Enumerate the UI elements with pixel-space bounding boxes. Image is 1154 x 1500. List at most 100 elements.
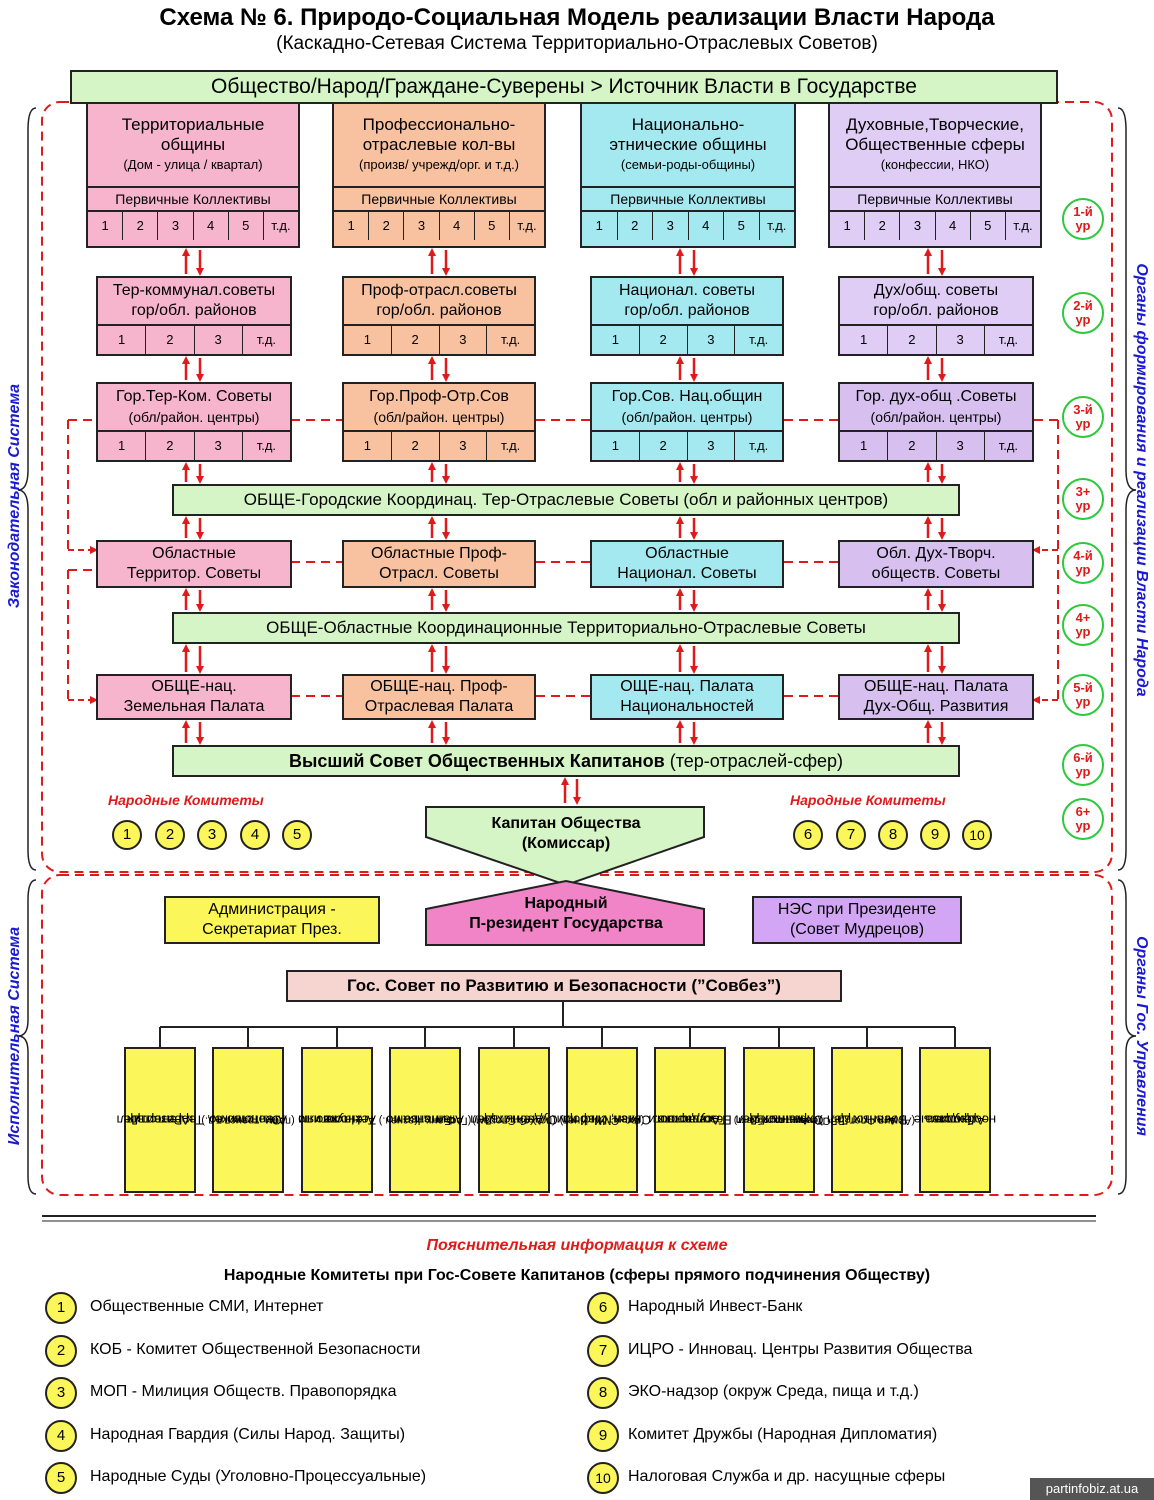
box-line1: Областные Проф-: [371, 545, 507, 562]
box-line1: Дух/общ. советы: [873, 282, 999, 299]
legend-item-text: Народный Инвест-Банк: [628, 1298, 803, 1315]
legend-item-text: Народные Суды (Уголовно-Процессуальные): [90, 1468, 427, 1485]
committee-circle: 5: [282, 820, 312, 850]
page-title: Схема № 6. Природо-Социальная Модель реа…: [159, 4, 995, 31]
president-line1: Народный: [524, 895, 608, 912]
box-line2: Национал. Советы: [617, 565, 757, 582]
committee-circle: 4: [240, 820, 270, 850]
col-title-line2: Общественные сферы: [845, 135, 1025, 154]
legend-item-text: Комитет Дружбы (Народная Дипломатия): [628, 1426, 938, 1443]
box-line2: Отраслевая Палата: [364, 698, 514, 715]
sovereign-people-label: Общество/Народ/Граждане-Суверены > Источ…: [211, 75, 917, 98]
ethnic-communities-box: Национально- этнические общины (семьи-ро…: [580, 102, 796, 248]
level-badge: 3+ур: [1062, 478, 1104, 520]
col-title-line1: Профессионально-: [362, 115, 516, 134]
box-line2: (обл/район. центры): [870, 409, 1002, 425]
legend-number-circle: 6: [587, 1292, 619, 1324]
primary-collectives-label: Первичные Коллективы: [334, 186, 544, 210]
committee-circle: 1: [112, 820, 142, 850]
territorial-communities-box: Территориальные общины (Дом - улица / кв…: [86, 102, 300, 248]
president-line2: П-резидент Государства: [469, 915, 663, 932]
legend-title: Пояснительная информация к схеме: [426, 1237, 728, 1254]
box-line1: ОЩЕ-нац. Палата: [620, 678, 754, 695]
col-title-line1: Духовные,Творческие,: [846, 115, 1024, 134]
legend-item-text: ЭКО-надзор (окруж Среда, пища и т.д.): [628, 1383, 919, 1400]
box-line1: Гор.Тер-Ком. Советы: [116, 388, 272, 405]
supreme-council-box: Высший Совет Общественных Капитанов (тер…: [172, 745, 960, 777]
committee-circle: 10: [962, 820, 992, 850]
professional-collectives-header: Профессионально- отраслевые кол-вы (прои…: [359, 104, 519, 186]
legend-number-circle: 4: [45, 1420, 77, 1452]
legend-number-circle: 9: [587, 1420, 619, 1452]
legend-number-circle: 8: [587, 1377, 619, 1409]
box-line2: гор/обл. районов: [376, 302, 502, 319]
box-line2: Национальностей: [620, 698, 754, 715]
legend-item-text: МОП - Милиция Обществ. Правопорядка: [90, 1383, 397, 1400]
box-line1: Гор.Сов. Нац.общин: [611, 388, 763, 405]
box-line1: Гор.Проф-Отр.Сов: [369, 388, 509, 405]
committee-circle: 2: [155, 820, 185, 850]
box-line2: Секретариат През.: [202, 921, 342, 938]
box-line1: Тер-коммунал.советы: [112, 282, 276, 299]
legend-item-text: КОБ - Комитет Общественной Безопасности: [90, 1341, 421, 1358]
col-title-line2: общины: [160, 135, 226, 154]
box-line2: Отрасл. Советы: [379, 565, 499, 582]
box-line2: гор/обл. районов: [624, 302, 750, 319]
security-council-label: Гос. Совет по Развитию и Безопасности (”…: [347, 976, 781, 995]
box-line2: (обл/район. центры): [128, 409, 260, 425]
box-line1: Администрация -: [208, 901, 336, 918]
level-badge: 6+ур: [1062, 798, 1104, 840]
committee-circle: 7: [836, 820, 866, 850]
legend-number-circle: 7: [587, 1335, 619, 1367]
col-title-line2: этнические общины: [609, 135, 767, 154]
committees-label-left: Народные Комитеты: [108, 792, 264, 808]
professional-chamber-box: ОБЩЕ-нац. Проф- Отраслевая Палата: [342, 674, 536, 720]
arrow-pairs: [182, 248, 946, 805]
col-title-note: (семьи-роды-общины): [620, 157, 756, 172]
box-line1: Обл. Дух-Творч.: [876, 545, 996, 562]
box-line2: Дух-Общ. Развития: [863, 698, 1009, 715]
box-line1: Областные: [645, 545, 729, 562]
legend-number-circle: 1: [45, 1292, 77, 1324]
regional-coordination-councils: ОБЩЕ-Областные Координационные Территори…: [172, 612, 960, 644]
box-line1: ОБЩЕ-нац. Проф-: [370, 678, 508, 695]
box-line1: Проф-отрасл.советы: [361, 282, 517, 299]
administration-box: Администрация - Секретариат През.: [164, 896, 380, 944]
col-title-line1: Территориальные: [121, 115, 265, 134]
level-badge: 4+ур: [1062, 604, 1104, 646]
committee-circle: 3: [197, 820, 227, 850]
legend-number-circle: 3: [45, 1377, 77, 1409]
col-title-note: (произв/ учрежд/орг. и т.д.): [358, 157, 520, 172]
nes-council-box: НЭС при Президенте(Совет Мудрецов): [752, 896, 962, 944]
committee-circle: 6: [793, 820, 823, 850]
